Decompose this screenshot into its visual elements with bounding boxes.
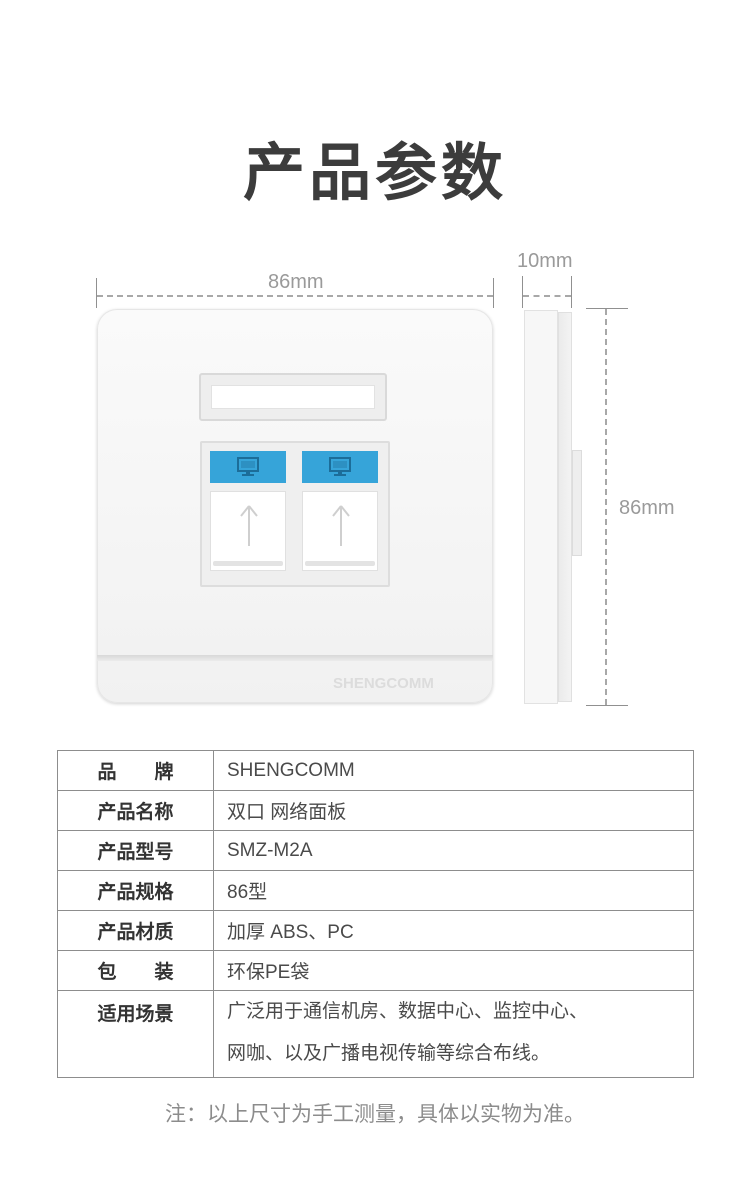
spec-value: 环保PE袋 — [213, 950, 694, 991]
computer-monitor-icon — [329, 457, 351, 476]
height-dimension-tick-bottom — [586, 705, 628, 706]
up-arrow-icon — [332, 505, 350, 546]
table-row: 产品规格 86型 — [57, 870, 694, 911]
panel-bottom-groove — [97, 655, 493, 661]
socket-lip-right — [305, 561, 375, 566]
width-dimension-tick-right — [493, 278, 494, 308]
spec-value: 加厚 ABS、PC — [213, 910, 694, 951]
spec-value: 广泛用于通信机房、数据中心、监控中心、 网咖、以及广播电视传输等综合布线。 — [213, 990, 694, 1078]
width-dimension-label: 86mm — [268, 271, 324, 293]
spec-table: 品 牌 SHENGCOMM 产品名称 双口 网络面板 产品型号 SMZ-M2A … — [57, 750, 694, 1078]
network-port-right — [302, 451, 378, 575]
table-row: 产品材质 加厚 ABS、PC — [57, 910, 694, 951]
panel-side-edge — [558, 312, 572, 702]
spec-key: 产品材质 — [57, 910, 214, 951]
spec-value: SMZ-M2A — [213, 830, 694, 871]
depth-dimension-tick-left — [522, 276, 523, 308]
spec-key: 产品规格 — [57, 870, 214, 911]
up-arrow-icon — [240, 505, 258, 546]
table-row: 适用场景 广泛用于通信机房、数据中心、监控中心、 网咖、以及广播电视传输等综合布… — [57, 990, 694, 1078]
network-port-left — [210, 451, 286, 575]
panel-side-nub — [572, 450, 582, 556]
measurement-note: 注：以上尺寸为手工测量，具体以实物为准。 — [165, 1102, 585, 1126]
spec-key: 产品名称 — [57, 790, 214, 831]
height-dimension-line — [605, 309, 607, 705]
table-row: 品 牌 SHENGCOMM — [57, 750, 694, 791]
label-window-insert — [211, 385, 375, 409]
depth-dimension-tick-right — [571, 276, 572, 308]
panel-front-view: SHENGCOMM — [97, 309, 493, 703]
spec-value-line: 广泛用于通信机房、数据中心、监控中心、 — [227, 1001, 589, 1022]
socket-lip-left — [213, 561, 283, 566]
brand-logo: SHENGCOMM — [333, 675, 434, 692]
port-tag-left — [210, 451, 286, 483]
port-tag-right — [302, 451, 378, 483]
spec-value: 86型 — [213, 870, 694, 911]
spec-value-line: 网咖、以及广播电视传输等综合布线。 — [227, 1043, 551, 1064]
table-row: 产品型号 SMZ-M2A — [57, 830, 694, 871]
rj45-socket-left — [210, 491, 286, 571]
depth-dimension-label: 10mm — [517, 250, 573, 272]
port-module — [200, 441, 390, 587]
spec-value: 双口 网络面板 — [213, 790, 694, 831]
spec-key: 适用场景 — [57, 990, 214, 1078]
computer-monitor-icon — [237, 457, 259, 476]
spec-key: 产品型号 — [57, 830, 214, 871]
page-title: 产品参数 — [242, 136, 507, 209]
height-dimension-label: 86mm — [619, 497, 675, 519]
width-dimension-tick-left — [96, 278, 97, 308]
table-row: 包 装 环保PE袋 — [57, 950, 694, 991]
panel-side-view — [524, 310, 558, 704]
depth-dimension-line — [523, 295, 571, 297]
spec-key: 包 装 — [57, 950, 214, 991]
table-row: 产品名称 双口 网络面板 — [57, 790, 694, 831]
spec-value: SHENGCOMM — [213, 750, 694, 791]
height-dimension-tick-top — [586, 308, 628, 309]
width-dimension-line — [97, 295, 493, 297]
label-window — [199, 373, 387, 421]
rj45-socket-right — [302, 491, 378, 571]
spec-key: 品 牌 — [57, 750, 214, 791]
